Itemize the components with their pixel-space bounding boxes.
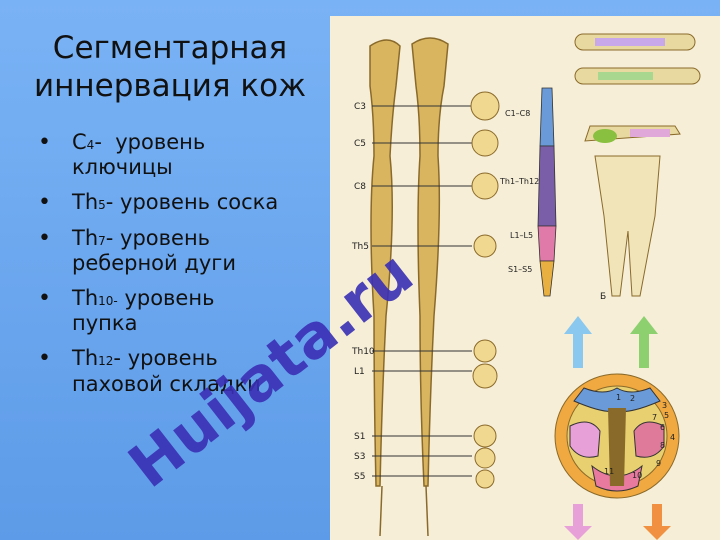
cord-cross-sections (470, 91, 500, 489)
section-number: 2 (630, 394, 635, 403)
section-numbers: 1 2 3 4 5 6 7 8 9 10 11 (604, 393, 675, 480)
spinal-section (554, 373, 680, 499)
panel-label: Б (600, 292, 606, 302)
spinal-cord-left (369, 39, 401, 537)
separator: - (105, 225, 121, 250)
spinal-cord-right (411, 37, 449, 537)
bullet-text: уровень соска (120, 190, 279, 215)
bullet-item: Th5- уровень соска (38, 190, 330, 217)
level-label: C3 (354, 102, 366, 112)
level-label: Th5 (351, 242, 369, 252)
bullet-text: уровень (120, 225, 211, 250)
range-label: S1–S5 (508, 265, 532, 274)
segment-code: Th (72, 225, 99, 250)
segment-number: 7 (98, 233, 106, 248)
title-line-2: иннервация кож (33, 67, 307, 104)
anatomy-illustration: C3 C5 C8 Th5 Th10 L1 S1 S3 S5 (351, 33, 701, 540)
bullet-text-2: пупка (72, 311, 138, 336)
section-number: 6 (660, 423, 665, 432)
segment-number: 12 (98, 354, 114, 369)
segment-code: C (72, 130, 87, 154)
section-number: 3 (662, 401, 667, 410)
segment-code: Th (72, 346, 99, 371)
segment-column (537, 87, 557, 297)
separator: - (94, 130, 116, 154)
bullet-text: уровень (127, 346, 218, 371)
anatomy-figure: C3 C5 C8 Th5 Th10 L1 S1 S3 S5 (330, 16, 720, 540)
level-label: L1 (354, 367, 365, 377)
range-label: Th1–Th12 (499, 177, 539, 186)
range-labels: C1–C8 Th1–Th12 L1–L5 S1–S5 (499, 109, 539, 274)
level-labels: C3 C5 C8 Th5 Th10 L1 S1 S3 S5 (351, 102, 375, 482)
bullet-text-2: реберной дуги (72, 250, 236, 275)
segment-number: 10- (98, 293, 118, 308)
range-label: L1–L5 (510, 231, 533, 240)
segment-number: 4 (86, 138, 95, 152)
level-label: S3 (354, 452, 365, 462)
separator: - (105, 190, 121, 215)
section-number: 10 (632, 471, 642, 480)
bullet-text: уровень (115, 130, 206, 154)
segment-number: 5 (98, 198, 106, 213)
section-number: 11 (604, 467, 614, 476)
section-number: 8 (660, 441, 665, 450)
level-label: C5 (354, 139, 366, 149)
bullet-text-2: паховой складки (72, 371, 261, 396)
level-label: S1 (354, 432, 365, 442)
title-line-1: Сегментарная (52, 30, 288, 66)
segment-code: Th (72, 285, 99, 310)
level-label: S5 (354, 472, 365, 482)
section-number: 7 (652, 413, 657, 422)
dermatome-limbs (574, 33, 701, 297)
section-number: 4 (670, 433, 675, 442)
segment-code: Th (72, 190, 99, 215)
slide-title: Сегментарная иннервация кож (20, 30, 320, 106)
bullet-text-2: ключицы (72, 155, 173, 180)
section-number: 9 (656, 459, 661, 468)
arrows (564, 316, 671, 540)
level-lines (372, 105, 472, 477)
separator: - (113, 346, 128, 371)
section-number: 5 (664, 411, 669, 420)
bullet-text: уровень (124, 285, 215, 310)
section-number: 1 (616, 393, 621, 402)
level-label: C8 (354, 182, 366, 192)
range-label: C1–C8 (505, 109, 530, 118)
level-label: Th10 (351, 347, 375, 357)
